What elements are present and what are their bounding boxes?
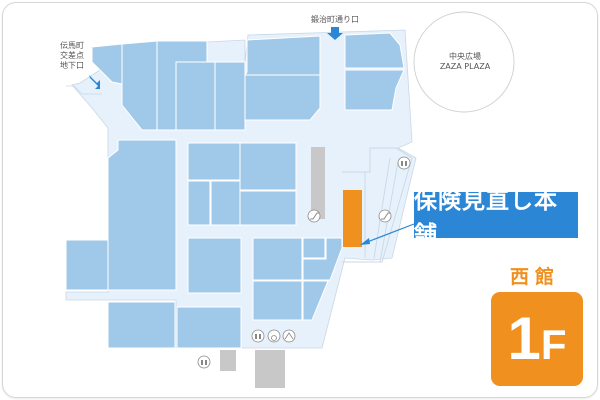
restroom-icon [197,355,211,369]
store[interactable] [121,40,158,131]
entrance-label-kaji: 鍛治町通り口 [311,15,359,24]
wheelchair-icon [267,329,281,343]
callout-pointer-head [360,238,370,245]
floor-number: 1 [507,305,541,372]
entrance-arrow-kaji [327,27,343,40]
store[interactable] [344,32,405,69]
store[interactable] [244,35,321,76]
plaza-label: 中央広場 ZAZA PLAZA [439,52,491,71]
store[interactable] [239,190,297,226]
escalator-icon [378,209,392,223]
highlighted-store[interactable] [343,190,362,247]
escalator-area [311,147,325,219]
plaza-circle [413,11,515,113]
store-callout[interactable]: 保険見直し本舗 [414,188,578,248]
restroom-icon [251,329,265,343]
store[interactable] [214,61,246,131]
store[interactable] [65,239,109,291]
store[interactable] [302,237,343,281]
store-name: 保険見直し本舗 [414,188,558,248]
store[interactable] [344,69,405,111]
floor-badge: 1 F [491,292,583,386]
store[interactable] [176,306,242,349]
restroom-icon [397,156,411,170]
store[interactable] [302,237,326,259]
floor-unit: F [540,321,567,368]
service-areas [220,147,325,388]
store[interactable] [244,74,321,130]
escalator-icon [307,209,321,223]
store[interactable] [252,280,303,321]
building-name: 西館 [509,266,560,288]
store[interactable] [187,142,241,181]
store[interactable] [187,237,242,294]
entrance-path-denma [66,85,102,95]
store-blocks [65,32,405,349]
store[interactable] [210,180,241,226]
callout-pointer [361,223,415,245]
store[interactable] [107,301,176,349]
store[interactable] [252,237,303,281]
entrance-arrow-denma [89,75,100,89]
store[interactable] [302,280,329,321]
service-area [220,350,236,371]
store[interactable] [175,61,216,131]
store[interactable] [107,139,177,291]
baby-care-icon [282,329,296,343]
service-area [255,350,285,388]
store[interactable] [239,142,297,191]
entrance-label-denma: 伝馬町 交差点 地下口 [60,41,84,70]
store[interactable] [187,180,211,226]
